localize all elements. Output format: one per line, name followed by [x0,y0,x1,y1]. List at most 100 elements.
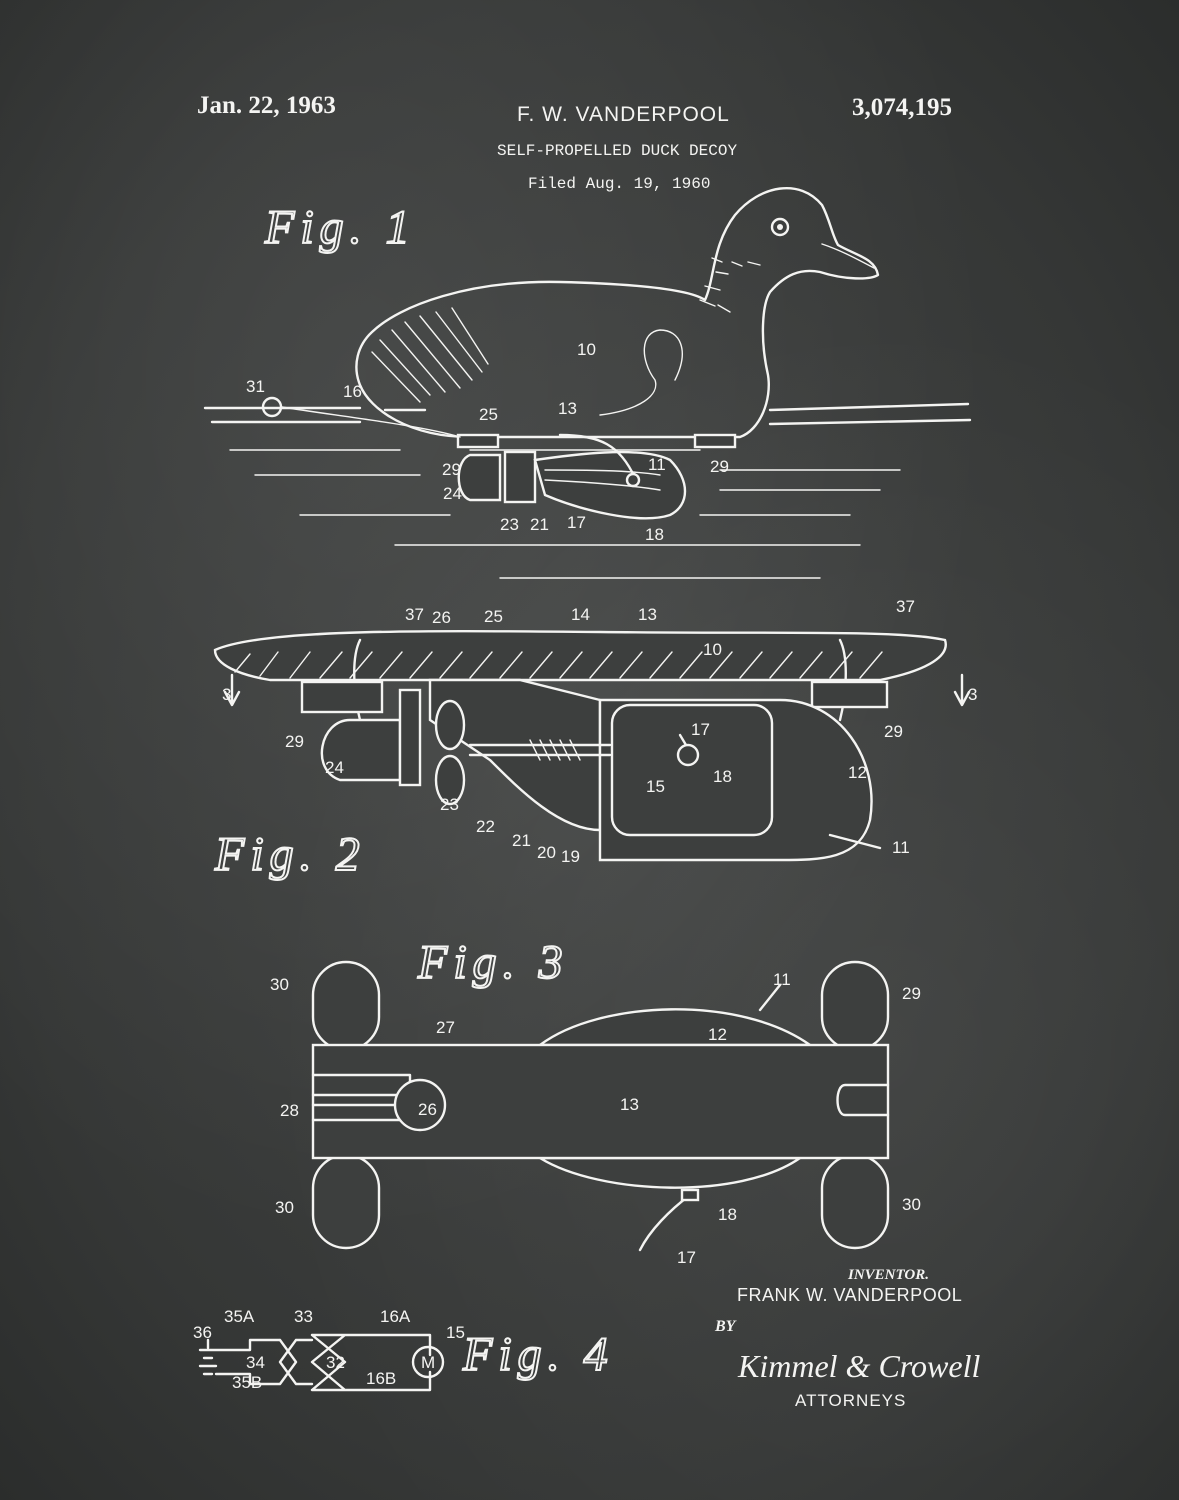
callout-12: 12 [708,1025,727,1044]
figure-2: Fig. 2 37 26 25 14 13 10 37 3 3 29 29 24… [213,597,977,882]
attorney-signature: Kimmel & Crowell [738,1348,981,1384]
fig4-callouts: 36 35A 33 16A 15 34 32 35B 16B M [193,1307,465,1392]
inventor-label: INVENTOR. [848,1267,929,1283]
motor-pod-11 [533,450,687,520]
callout-19: 19 [561,847,580,866]
pad-30-top-left [311,960,381,1052]
leader-11 [758,983,782,1012]
callout-15: 15 [646,777,665,796]
circuit-4 [198,1333,432,1392]
figure-3: Fig. 3 30 11 29 27 12 28 26 13 [270,935,921,1267]
clip-37 [353,638,847,722]
callout-21: 21 [530,515,549,534]
fitting-18 [680,1188,700,1202]
fig4-label: Fig. 4 [462,1328,614,1381]
callout-11: 11 [892,838,910,857]
by-label: BY [715,1318,736,1335]
pad-29-top-right [820,960,890,1052]
callout-28: 28 [280,1101,299,1120]
callout-34: 34 [246,1353,265,1372]
callout-36: 36 [193,1323,212,1342]
callout-35b: 35B [232,1373,262,1392]
fig1-callouts: 31 16 10 25 13 29 11 29 24 23 21 17 18 [246,340,729,544]
callout-21: 21 [512,831,531,850]
callout-17: 17 [567,513,586,532]
callout-13: 13 [558,399,577,418]
callout-12: 12 [848,763,867,782]
callout-3: 3 [222,685,231,704]
figure-1: Fig. 1 31 [203,187,972,579]
shaft-21 [468,743,612,757]
callout-25: 25 [479,405,498,424]
callout-24: 24 [325,758,344,777]
housing-11-top [536,1008,814,1047]
motor-symbol [411,1345,445,1379]
water-lines [203,402,972,579]
callout-31: 31 [246,377,265,396]
callout-20: 20 [537,843,556,862]
callout-30: 30 [902,1195,921,1214]
callout-37: 37 [405,605,424,624]
callout-18: 18 [718,1205,737,1224]
callout-17: 17 [691,720,710,739]
patent-number: 3,074,195 [852,94,952,121]
callout-32: 32 [326,1353,345,1372]
pad-29-right [810,680,889,709]
float-31 [261,396,283,418]
callout-14: 14 [571,605,590,624]
duck-body [355,187,880,439]
rudder-24 [320,718,402,782]
callout-25: 25 [484,607,503,626]
inventor-full-name: FRANK W. VANDERPOOL [737,1285,963,1305]
callout-29: 29 [710,457,729,476]
fig1-label: Fig. 1 [264,201,416,254]
filed-date: Filed Aug. 19, 1960 [528,175,711,193]
patent-date: Jan. 22, 1963 [197,92,336,119]
callout-m: M [421,1353,435,1372]
callout-27: 27 [436,1018,455,1037]
callout-22: 22 [476,817,495,836]
pad-30-bottom-left [311,1153,381,1250]
callout-30: 30 [275,1198,294,1217]
callout-11: 11 [773,970,791,989]
callout-17: 17 [677,1248,696,1267]
fig3-callouts: 30 11 29 27 12 28 26 13 30 18 17 30 [270,970,921,1267]
attorneys-label: ATTORNEYS [795,1391,907,1410]
bracket [503,450,537,504]
callout-16: 16 [343,382,362,401]
slot-right [836,1083,890,1117]
bracket-26 [398,688,422,787]
cord-17 [638,1193,692,1252]
callout-23: 23 [500,515,519,534]
callout-33: 33 [294,1307,313,1326]
callout-29: 29 [902,984,921,1003]
fitting-18 [676,743,700,767]
propeller-23b [434,754,466,806]
callout-15: 15 [446,1323,465,1342]
callout-30: 30 [270,975,289,994]
section-arrows-3 [223,673,971,707]
callout-29: 29 [884,722,903,741]
fig2-label: Fig. 2 [214,828,366,881]
pad-29-left [300,680,384,714]
figure-4: Fig. 4 36 35A 33 16A 15 34 32 35B 16B M [193,1307,614,1392]
callout-3: 3 [968,685,977,704]
patent-title: SELF-PROPELLED DUCK DECOY [497,142,738,160]
spring-19 [529,739,581,761]
duck-eye [770,217,790,237]
pad-30-bottom-right [820,1153,890,1250]
cord-fitting-18 [625,472,641,488]
callout-23: 23 [440,795,459,814]
callout-13: 13 [620,1095,639,1114]
motor-15 [610,703,774,837]
housing-11-bottom [535,1156,804,1189]
callout-16a: 16A [380,1307,411,1326]
callout-13: 13 [638,605,657,624]
callout-29: 29 [442,460,461,479]
callout-24: 24 [443,484,462,503]
fig2-callouts: 37 26 25 14 13 10 37 3 3 29 29 24 23 22 … [222,597,977,866]
callout-18: 18 [645,525,664,544]
callout-16b: 16B [366,1369,396,1388]
